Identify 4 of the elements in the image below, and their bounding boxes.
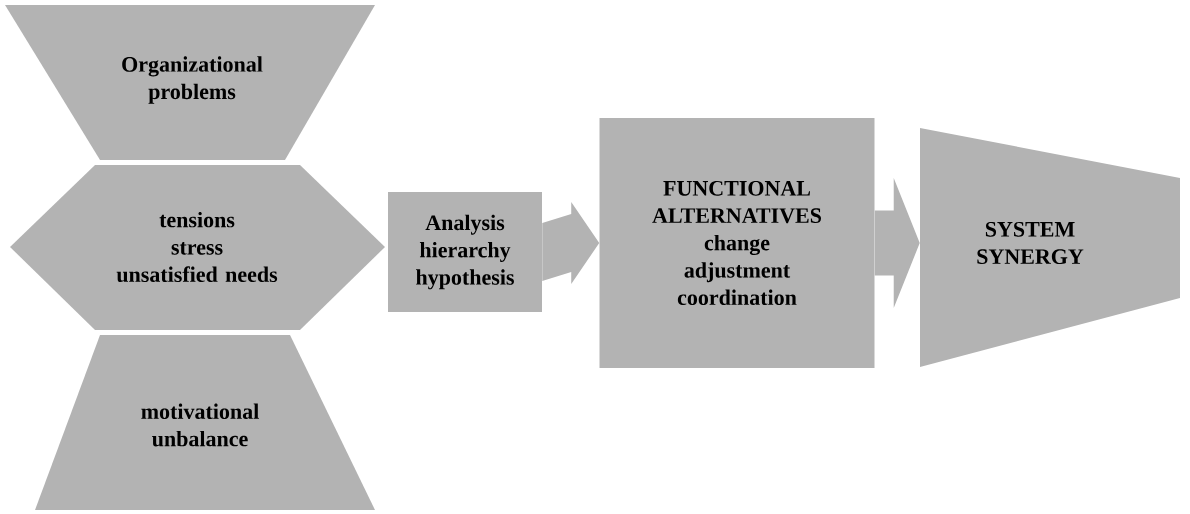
- process-box: Analysis hierarchy hypothesis: [388, 192, 542, 312]
- block-arrow: [542, 202, 600, 284]
- block-arrow: [874, 178, 920, 308]
- process-box: FUNCTIONAL ALTERNATIVES change adjustment coordination: [599, 118, 875, 368]
